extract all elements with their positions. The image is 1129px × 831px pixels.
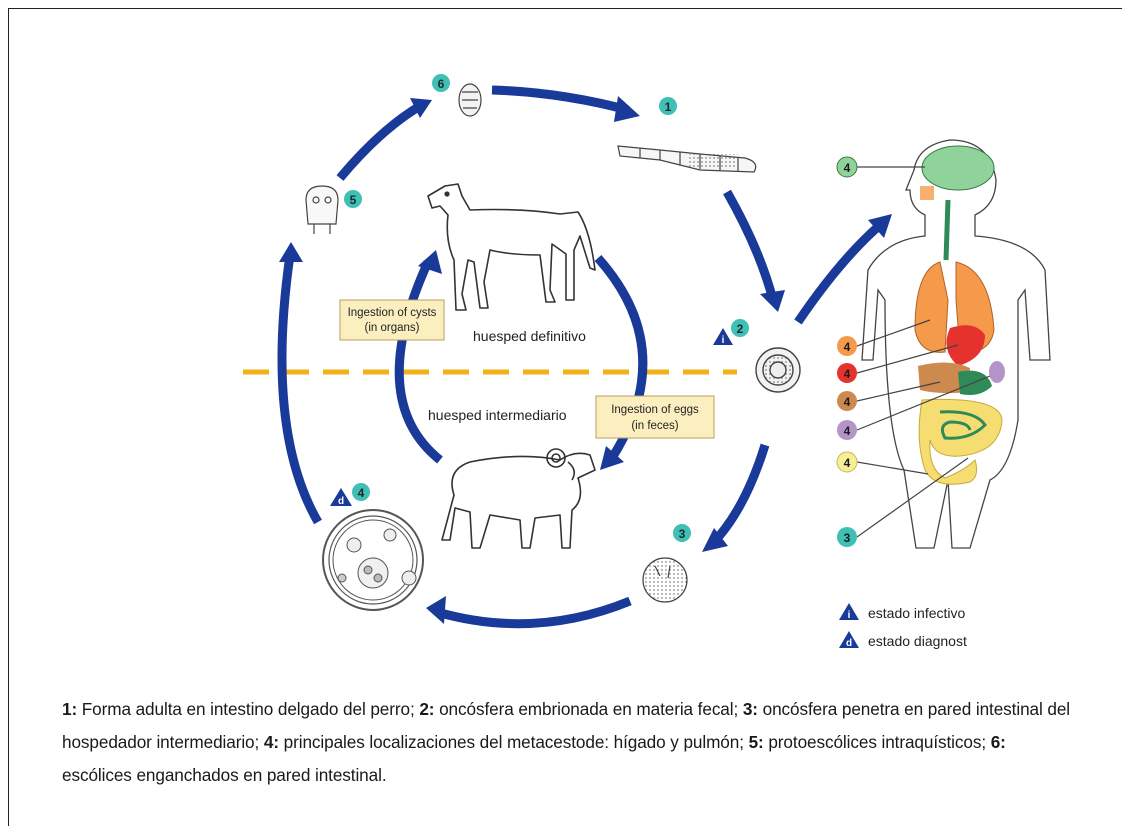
sheep-illustration bbox=[442, 449, 595, 548]
caption-number-2: 2: bbox=[419, 699, 434, 719]
badge-intestine: 3 bbox=[837, 527, 857, 547]
svg-text:i: i bbox=[722, 335, 725, 346]
figure-caption: 1: Forma adulta en intestino delgado del… bbox=[62, 693, 1072, 792]
outer-arrowheads bbox=[279, 96, 892, 624]
stage-badge-4: 4 bbox=[352, 483, 370, 501]
svg-text:i: i bbox=[848, 610, 851, 621]
ingestion-cysts-line2: (in organs) bbox=[365, 322, 420, 334]
ingestion-eggs-box: Ingestion of eggs (in feces) bbox=[596, 396, 714, 438]
diagnostic-triangle-icon: d bbox=[330, 488, 352, 507]
stage-badge-6: 6 bbox=[432, 74, 450, 92]
caption-number-6: 6: bbox=[991, 732, 1006, 752]
oncosphere-stage-3 bbox=[643, 558, 687, 602]
spleen bbox=[989, 361, 1005, 383]
ingestion-eggs-line2: (in feces) bbox=[631, 420, 678, 432]
badge-heart: 4 bbox=[837, 363, 857, 383]
svg-text:4: 4 bbox=[358, 486, 365, 500]
svg-text:4: 4 bbox=[844, 395, 851, 409]
legend: i estado infectivo d estado diagnost bbox=[839, 603, 967, 649]
svg-text:4: 4 bbox=[844, 161, 851, 175]
legend-infective-label: estado infectivo bbox=[868, 605, 965, 621]
protoscolex-stage-5 bbox=[306, 186, 338, 234]
svg-text:d: d bbox=[846, 638, 852, 649]
legend-diagnostic-label: estado diagnost bbox=[868, 633, 967, 649]
ingestion-cysts-box: Ingestion of cysts (in organs) bbox=[340, 300, 444, 340]
arrow-cysts-to-dog bbox=[399, 262, 440, 460]
human-organ-badges: 4 4 4 4 4 4 3 bbox=[837, 157, 857, 547]
infective-triangle-icon: i bbox=[713, 328, 733, 346]
caption-text-2: oncósfera embrionada en materia fecal; bbox=[434, 699, 742, 719]
svg-text:1: 1 bbox=[665, 100, 672, 114]
human-figure bbox=[862, 140, 1050, 548]
svg-text:4: 4 bbox=[844, 340, 851, 354]
svg-text:5: 5 bbox=[350, 193, 357, 207]
caption-number-5: 5: bbox=[749, 732, 764, 752]
arrow-cyst-to-5 bbox=[282, 255, 318, 522]
egg-stage-2 bbox=[756, 348, 800, 392]
arrow-3-to-cyst bbox=[437, 601, 630, 624]
caption-text-6: escólices enganchados en pared intestina… bbox=[62, 765, 387, 785]
svg-text:3: 3 bbox=[679, 527, 686, 541]
intermediate-host-label: huesped intermediario bbox=[428, 407, 567, 423]
ingestion-cysts-line1: Ingestion of cysts bbox=[348, 307, 437, 319]
svg-text:2: 2 bbox=[737, 322, 744, 336]
badge-brain: 4 bbox=[837, 157, 857, 177]
caption-number-3: 3: bbox=[743, 699, 758, 719]
svg-text:d: d bbox=[338, 496, 344, 507]
stage-badge-2: 2 bbox=[731, 319, 749, 337]
arrow-2-to-3 bbox=[712, 445, 765, 544]
ingestion-eggs-line1: Ingestion of eggs bbox=[611, 404, 699, 416]
definitive-host-label: huesped definitivo bbox=[473, 328, 586, 344]
caption-text-1: Forma adulta en intestino delgado del pe… bbox=[77, 699, 419, 719]
stage-badge-5: 5 bbox=[344, 190, 362, 208]
badge-lung: 4 bbox=[837, 336, 857, 356]
life-cycle-diagram: Ingestion of cysts (in organs) Ingestion… bbox=[0, 0, 1129, 690]
trachea bbox=[946, 200, 948, 260]
hydatid-cyst bbox=[323, 510, 423, 610]
arrow-1-to-2 bbox=[727, 192, 773, 300]
face-area bbox=[920, 186, 934, 200]
legend-infective: i estado infectivo bbox=[839, 603, 965, 621]
legend-diagnostic: d estado diagnost bbox=[839, 631, 967, 649]
badge-liver: 4 bbox=[837, 391, 857, 411]
caption-text-5: protoescólices intraquísticos; bbox=[764, 732, 991, 752]
arrow-6-to-1 bbox=[492, 90, 628, 110]
caption-text-4: principales localizaciones del metacesto… bbox=[279, 732, 749, 752]
arrow-5-to-6 bbox=[340, 106, 420, 178]
stage-badge-3: 3 bbox=[673, 524, 691, 542]
stage-badge-1: 1 bbox=[659, 97, 677, 115]
svg-text:3: 3 bbox=[844, 531, 851, 545]
svg-text:4: 4 bbox=[844, 456, 851, 470]
badge-spleen: 4 bbox=[837, 420, 857, 440]
caption-number-1: 1: bbox=[62, 699, 77, 719]
caption-number-4: 4: bbox=[264, 732, 279, 752]
dog-illustration bbox=[428, 184, 595, 310]
adult-tapeworm-stage-1 bbox=[618, 146, 756, 172]
svg-text:6: 6 bbox=[438, 77, 445, 91]
scolex-stage-6 bbox=[459, 84, 481, 116]
svg-text:4: 4 bbox=[844, 424, 851, 438]
brain bbox=[922, 146, 994, 190]
svg-text:4: 4 bbox=[844, 367, 851, 381]
badge-bone: 4 bbox=[837, 452, 857, 472]
